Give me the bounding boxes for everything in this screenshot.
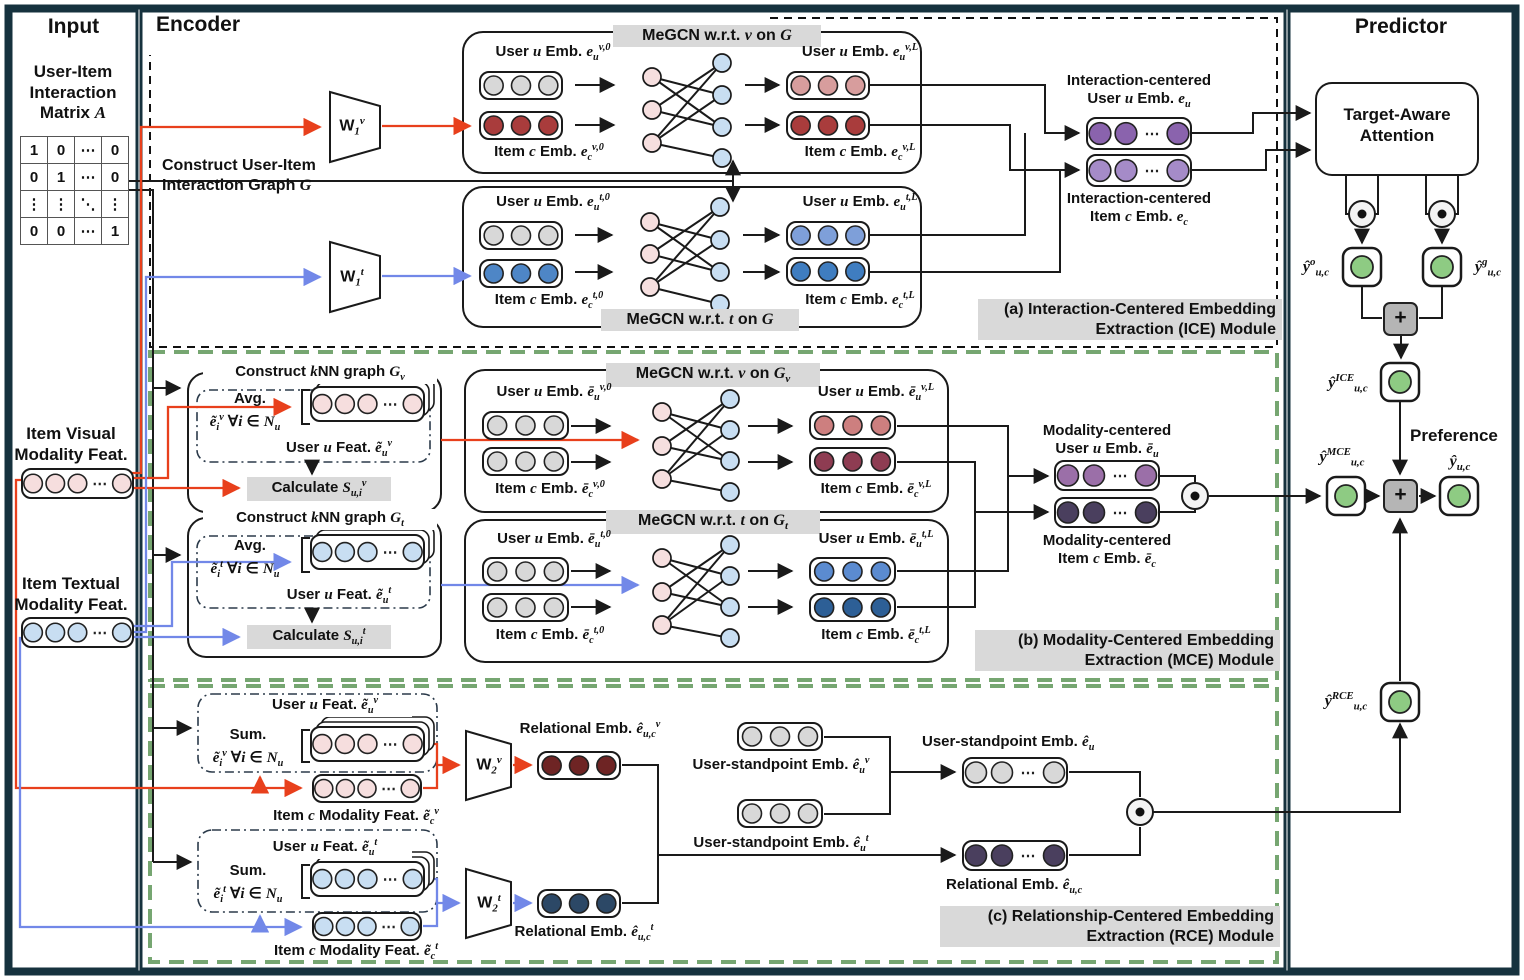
mce-item-t0-pill: [482, 593, 569, 622]
mce-user-t0-pill: [482, 557, 569, 586]
matrix-cell-0-0: 1: [20, 136, 48, 164]
matrix-cell-0-1: 0: [47, 136, 75, 164]
us-u-pill: ⋯: [962, 757, 1068, 788]
visual-feat-pill: ⋯: [21, 468, 134, 499]
matrix-cell-1-1: 1: [47, 163, 75, 191]
rce-v-stack-pill: ⋯: [310, 716, 435, 762]
pred-yuc-box: [1438, 475, 1480, 517]
mce-v-stack-pill-ellipsis: ⋯: [383, 396, 398, 413]
rel-uc-pill-ellipsis: ⋯: [1021, 848, 1036, 865]
attention-dot-product-left-icon: [1348, 200, 1376, 228]
mc-user-pill-ellipsis: ⋯: [1113, 468, 1128, 485]
rce-t-itemfeat-pill-ellipsis: ⋯: [381, 919, 396, 936]
matrix-cell-1-2: ⋯: [74, 163, 102, 191]
ice-item-tL-pill: [786, 257, 870, 286]
ice-user-vL-pill: [786, 71, 870, 100]
matrix-cell-2-2: ⋱: [74, 190, 102, 218]
us-u-pill-ellipsis: ⋯: [1021, 765, 1036, 782]
mce-user-vL-pill: [809, 411, 896, 440]
matrix-cell-0-2: ⋯: [74, 136, 102, 164]
predictor-panel: [1287, 9, 1515, 971]
mce-user-v0-pill: [482, 411, 569, 440]
rce-dot-product-icon: [1126, 798, 1154, 826]
matrix-cell-3-2: ⋯: [74, 217, 102, 245]
target-aware-attention-box: [1315, 82, 1479, 176]
rel-uc-pill: ⋯: [962, 840, 1068, 871]
w1v-trapezoid: [329, 90, 381, 164]
ic-item-pill-ellipsis: ⋯: [1145, 163, 1160, 180]
ice-t-graph: [640, 197, 730, 314]
us-v-pill: [737, 722, 823, 751]
red-wires: [14, 116, 640, 798]
pred-yice-box: [1379, 361, 1421, 403]
rce-t-stack-pill: ⋯: [310, 851, 435, 897]
w2v-trapezoid: [465, 729, 512, 802]
ice-user-t0-pill: [479, 221, 563, 250]
black-wires: [128, 77, 1459, 904]
pred-yo-box: [1341, 246, 1383, 288]
matrix-cell-0-3: 0: [101, 136, 129, 164]
rce-t-itemfeat-pill: ⋯: [312, 912, 422, 941]
pred-yg-box: [1421, 246, 1463, 288]
encoder-panel: [139, 9, 1287, 971]
ice-module-border: [149, 17, 1278, 348]
mc-user-pill: ⋯: [1054, 460, 1160, 491]
plus-final-box: [1383, 479, 1418, 513]
rce-v-itemfeat-pill: ⋯: [312, 774, 422, 803]
ice-user-v0-pill: [479, 71, 563, 100]
rce-v-stack-pill-ellipsis: ⋯: [383, 736, 398, 753]
matrix-cell-3-3: 1: [101, 217, 129, 245]
mce-t-graph: [652, 535, 740, 648]
matrix-cell-2-0: ⋮: [20, 190, 48, 218]
visual-feat-pill-ellipsis: ⋯: [92, 476, 107, 493]
mc-item-pill-ellipsis: ⋯: [1113, 505, 1128, 522]
mce-v-stack-pill: ⋯: [310, 376, 435, 422]
rce-t-stack-pill-ellipsis: ⋯: [383, 871, 398, 888]
matrix-cell-2-1: ⋮: [47, 190, 75, 218]
rce-v-itemfeat-pill-ellipsis: ⋯: [381, 781, 396, 798]
knn-v-avg-box: [196, 389, 431, 463]
mce-module-border: [148, 350, 1279, 682]
matrix-cell-2-3: ⋮: [101, 190, 129, 218]
matrix-cell-3-1: 0: [47, 217, 75, 245]
textual-feat-pill: ⋯: [21, 617, 134, 648]
rel-t-pill: [537, 889, 621, 918]
matrix-cell-1-0: 0: [20, 163, 48, 191]
mce-t-stack-pill: ⋯: [310, 524, 435, 570]
ice-user-tL-pill: [786, 221, 870, 250]
ic-user-pill-ellipsis: ⋯: [1145, 126, 1160, 143]
ice-item-vL-pill: [786, 111, 870, 140]
attention-dot-product-right-icon: [1428, 200, 1456, 228]
us-t-pill: [737, 799, 823, 828]
w1t-trapezoid: [329, 240, 381, 314]
mce-t-stack-pill-ellipsis: ⋯: [383, 544, 398, 561]
ice-item-v0-pill: [479, 111, 563, 140]
matrix-cell-1-3: 0: [101, 163, 129, 191]
matrix-cell-3-0: 0: [20, 217, 48, 245]
textual-feat-pill-ellipsis: ⋯: [92, 625, 107, 642]
mce-item-v0-pill: [482, 447, 569, 476]
w2t-trapezoid: [465, 867, 512, 940]
rel-v-pill: [537, 751, 621, 780]
knn-t-avg-box: [196, 535, 431, 609]
ic-user-pill: ⋯: [1086, 117, 1192, 150]
pred-yrce-box: [1379, 681, 1421, 723]
ice-item-t0-pill: [479, 259, 563, 288]
pred-ymce-box: [1325, 475, 1367, 517]
mce-item-vL-pill: [809, 447, 896, 476]
ic-item-pill: ⋯: [1086, 154, 1192, 187]
rce-module-border: [148, 684, 1279, 964]
mc-item-pill: ⋯: [1054, 497, 1160, 528]
mce-v-graph: [652, 389, 740, 502]
plus-ice-box: [1383, 302, 1418, 336]
mce-user-tL-pill: [809, 557, 896, 586]
ice-v-graph: [642, 53, 732, 168]
outer-frame: [4, 4, 1520, 976]
mce-item-tL-pill: [809, 593, 896, 622]
mce-dot-product-icon: [1181, 482, 1209, 510]
input-panel: [9, 9, 139, 971]
